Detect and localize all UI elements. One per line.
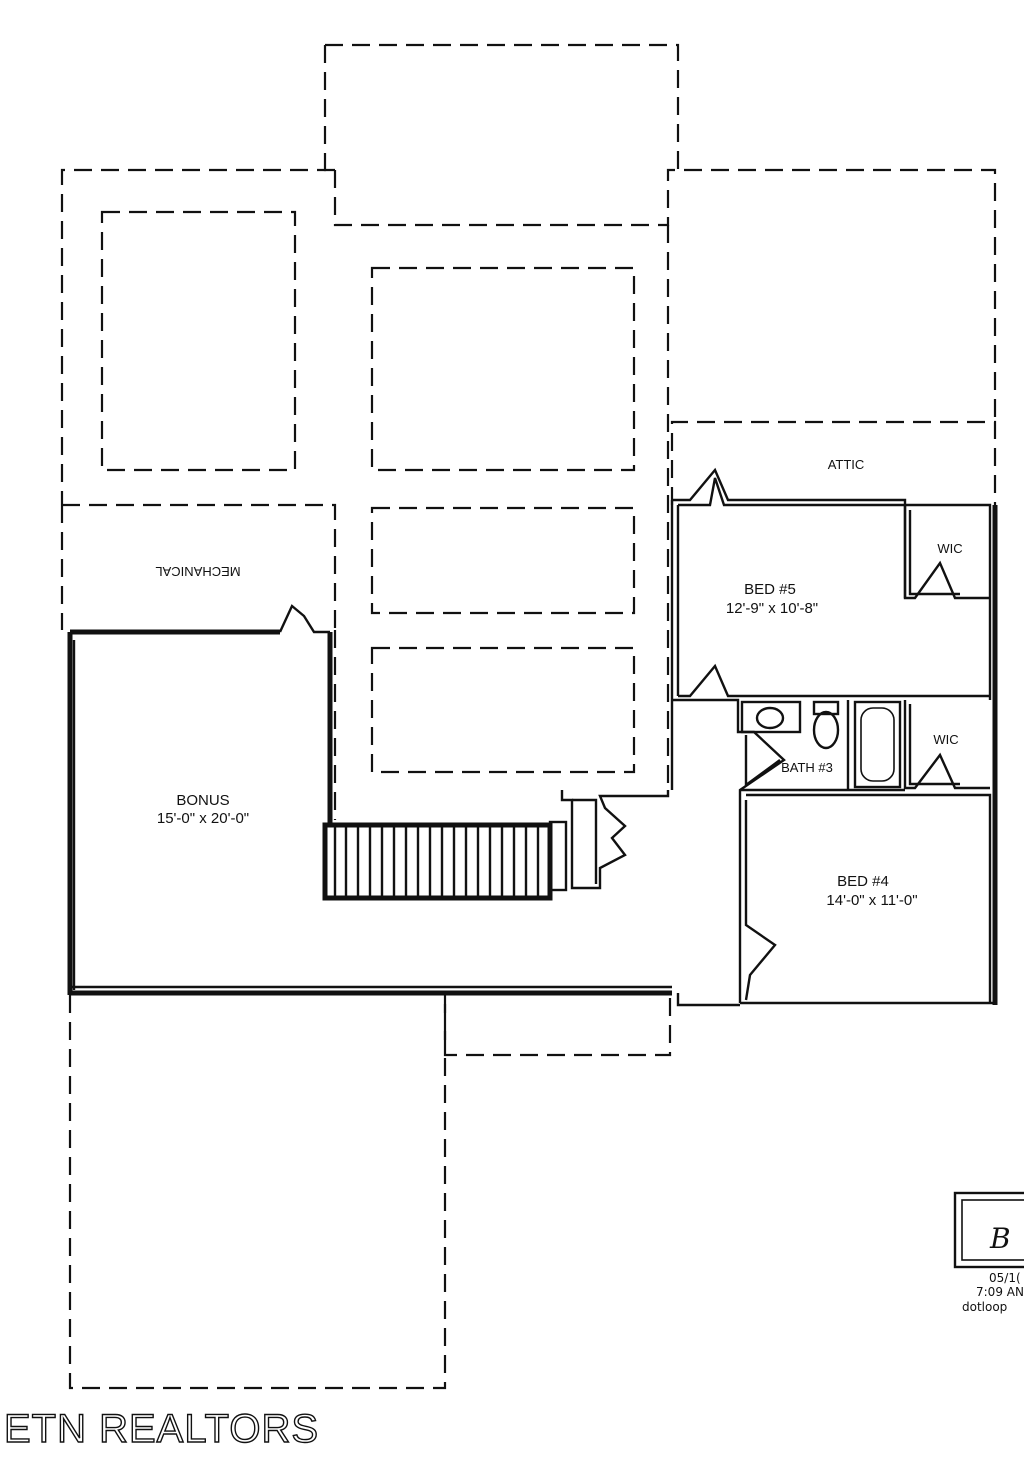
staircase <box>322 820 568 901</box>
bath3-label: BATH #3 <box>781 760 833 775</box>
stamp-initials: B <box>989 1222 1011 1255</box>
stamp-date: 05/1( <box>989 1271 1021 1285</box>
attic-label: ATTIC <box>828 457 865 472</box>
bed4-dims: 14'-0" x 11'-0" <box>826 892 917 909</box>
bed5-dims: 12'-9" x 10'-8" <box>726 600 818 617</box>
mechanical-label: MECHANICAL <box>155 564 240 579</box>
bed5-label: BED #5 <box>744 581 796 598</box>
approval-stamp: B 05/1( 7:09 AN dotloop <box>953 1191 1024 1314</box>
bonus-dims: 15'-0" x 20'-0" <box>157 810 249 827</box>
bonus-label: BONUS <box>176 792 229 809</box>
dashed-outline <box>60 43 997 1390</box>
stamp-source: dotloop <box>962 1300 1007 1314</box>
brand-watermark: ETN REALTORS <box>4 1407 319 1451</box>
right-wing-walls <box>670 467 998 1007</box>
wic-lower-label: WIC <box>933 732 958 747</box>
stamp-time: 7:09 AN <box>976 1285 1024 1299</box>
bonus-room-walls <box>67 604 672 996</box>
bed4-label: BED #4 <box>837 873 889 890</box>
wic-upper-label: WIC <box>937 541 962 556</box>
hall-closet <box>560 790 670 890</box>
